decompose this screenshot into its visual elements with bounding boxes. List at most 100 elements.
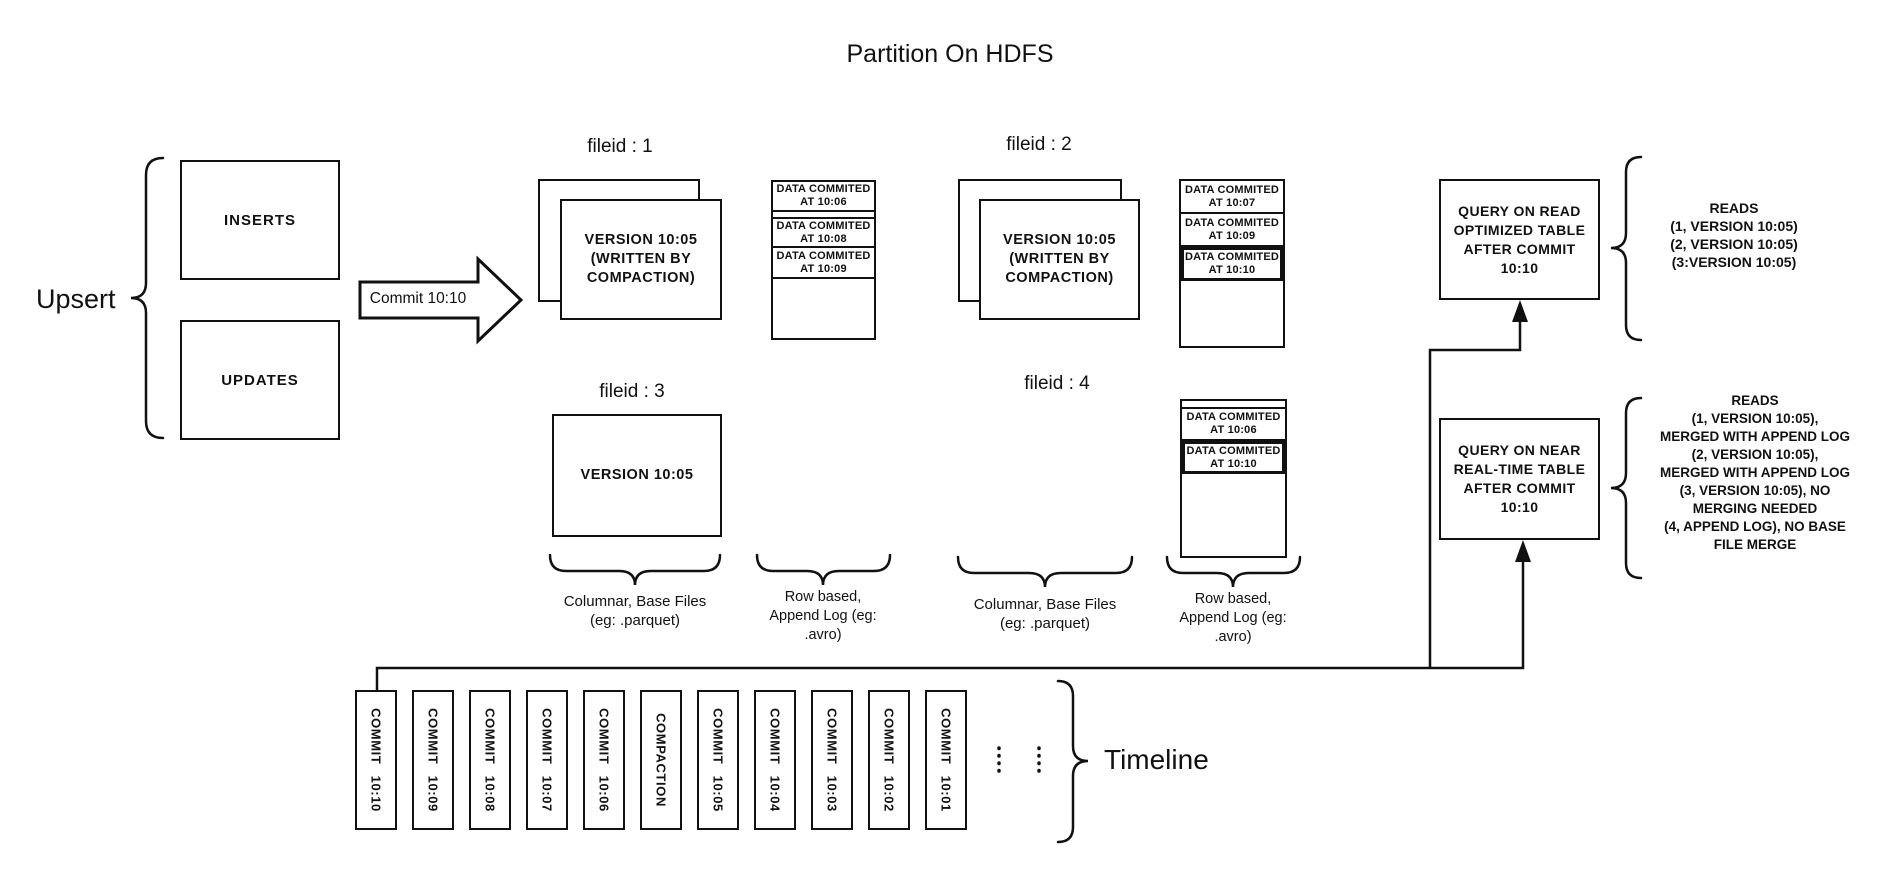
log-cell-line: DATA COMMITED [1184, 216, 1280, 229]
label-line: .avro) [804, 627, 842, 643]
log-divider-strip [1182, 401, 1285, 409]
updates-box: UPDATES [180, 320, 340, 440]
timeline-commit-label: COMMIT 10:02 [881, 708, 897, 812]
label-line: .avro) [1214, 629, 1252, 645]
underbrace-rowbased-2 [1165, 555, 1302, 588]
version-box-f2: VERSION 10:05 (WRITTEN BY COMPACTION) [979, 199, 1140, 320]
reads-brace-top [1610, 155, 1643, 342]
fileid-4-label: fileid : 4 [1024, 373, 1090, 394]
label-line: (eg: .parquet) [999, 615, 1091, 632]
reads-read-optimized-text: READS (1, VERSION 10:05) (2, VERSION 10:… [1634, 199, 1834, 271]
query-line: QUERY ON NEAR [1458, 442, 1581, 458]
timeline-commit-label: COMMIT 10:04 [767, 708, 783, 812]
reads-line: (1, VERSION 10:05), [1691, 411, 1819, 426]
reads-line: MERGING NEEDED [1692, 501, 1818, 516]
log-cell-line: DATA COMMITED [776, 183, 871, 195]
timeline-compaction-box: COMPACTION [640, 690, 682, 830]
reads-line: (2, VERSION 10:05) [1670, 236, 1798, 252]
timeline-commit-label: COMMIT 10:05 [710, 708, 726, 812]
reads-line: (3:VERSION 10:05) [1671, 254, 1797, 270]
timeline-commit-label: COMMIT 10:01 [938, 708, 954, 812]
append-log-1: DATA COMMITED AT 10:06 DATA COMMITED AT … [771, 180, 876, 340]
query-line: QUERY ON READ [1458, 202, 1581, 219]
log-cell-line: AT 10:07 [1208, 196, 1256, 209]
timeline-commit-box: COMMIT 10:02 [868, 690, 910, 830]
timeline-commit-box: COMMIT 10:04 [754, 690, 796, 830]
timeline-commit-label: COMMIT 10:06 [596, 708, 612, 812]
reads-line: READS [1731, 393, 1779, 408]
timeline-commit-box: COMMIT 10:08 [469, 690, 511, 830]
query-line: AFTER COMMIT [1463, 480, 1576, 496]
version-line: VERSION 10:05 [584, 232, 698, 248]
arrowhead-read-optimized [1512, 300, 1528, 322]
reads-line: MERGED WITH APPEND LOG [1659, 465, 1850, 480]
timeline-commit-label: COMMIT 10:07 [539, 708, 555, 812]
reads-near-realtime-text: READS (1, VERSION 10:05), MERGED WITH AP… [1635, 392, 1875, 554]
reads-line: (2, VERSION 10:05), [1691, 447, 1819, 462]
underbrace-rowbased-1 [755, 553, 892, 586]
timeline-commit-box: COMMIT 10:03 [811, 690, 853, 830]
append-log-2: DATA COMMITED AT 10:07 DATA COMMITED AT … [1179, 179, 1285, 348]
timeline-commit-box: COMMIT 10:09 [412, 690, 454, 830]
query-line: OPTIMIZED TABLE [1453, 221, 1586, 238]
query-near-realtime-box: QUERY ON NEAR REAL-TIME TABLE AFTER COMM… [1439, 418, 1600, 540]
reads-line: FILE MERGE [1713, 537, 1797, 552]
reads-line: (4, APPEND LOG), NO BASE [1664, 519, 1846, 534]
query-read-optimized-box: QUERY ON READ OPTIMIZED TABLE AFTER COMM… [1439, 179, 1600, 300]
page-title: Partition On HDFS [846, 40, 1054, 68]
timeline-commit-box: COMMIT 10:05 [697, 690, 739, 830]
timeline-label: Timeline [1104, 744, 1209, 775]
timeline-commit-box: COMMIT 10:06 [583, 690, 625, 830]
label-line: Append Log (eg: [1179, 610, 1287, 626]
label-line: Append Log (eg: [769, 608, 877, 624]
arrowhead-near-realtime [1515, 540, 1531, 562]
label-line: Columnar, Base Files [563, 593, 707, 610]
log-cell-line: DATA COMMITED [776, 249, 871, 262]
upsert-label: Upsert [36, 284, 116, 314]
reads-line: MERGED WITH APPEND LOG [1659, 429, 1850, 444]
commit-arrow [358, 255, 524, 345]
timeline-commit-box: COMMIT 10:07 [526, 690, 568, 830]
timeline-commit-box: COMMIT 10:10 [355, 690, 397, 830]
columnar-base-files-label-1: Columnar, Base Files (eg: .parquet) [545, 592, 725, 630]
fileid-3-label: fileid : 3 [599, 381, 665, 402]
underbrace-columnar-2 [956, 555, 1134, 588]
label-line: Columnar, Base Files [973, 596, 1117, 613]
log-cell-line: AT 10:08 [800, 232, 847, 245]
version-line: VERSION 10:05 [1003, 232, 1116, 248]
log-cell-latest: DATA COMMITED AT 10:10 [1181, 247, 1283, 281]
inserts-label: INSERTS [223, 211, 296, 229]
log-cell: DATA COMMITED AT 10:06 [773, 182, 874, 212]
query-line: 10:10 [1500, 499, 1539, 515]
upsert-brace [130, 156, 165, 440]
inserts-box: INSERTS [180, 160, 340, 280]
reads-line: READS [1709, 200, 1759, 216]
fileid-2-label: fileid : 2 [1006, 134, 1072, 155]
timeline-commit-label: COMMIT 10:03 [824, 708, 840, 812]
log-cell-line: DATA COMMITED [1184, 251, 1280, 263]
label-line: (eg: .parquet) [589, 612, 681, 629]
log-cell: DATA COMMITED AT 10:09 [773, 248, 874, 279]
fileid-1-label: fileid : 1 [587, 136, 653, 157]
log-cell-line: AT 10:06 [800, 196, 847, 208]
label-line: Row based, [1194, 591, 1272, 607]
row-based-append-log-label-1: Row based, Append Log (eg: .avro) [744, 588, 902, 645]
log-cell-line: DATA COMMITED [776, 219, 871, 232]
version-line: (WRITTEN BY [1009, 251, 1110, 267]
timeline-compaction-label: COMPACTION [653, 713, 669, 807]
version-line: COMPACTION) [586, 270, 696, 286]
log-cell: DATA COMMITED AT 10:08 [773, 219, 874, 248]
log-cell: DATA COMMITED AT 10:09 [1181, 214, 1283, 247]
append-log-3: DATA COMMITED AT 10:06 DATA COMMITED AT … [1180, 399, 1287, 558]
log-cell-line: AT 10:06 [1210, 424, 1257, 436]
timeline-connector-line [375, 552, 1525, 691]
version-box-f1: VERSION 10:05 (WRITTEN BY COMPACTION) [560, 199, 722, 320]
version-line: (WRITTEN BY [590, 251, 692, 267]
underbrace-columnar-1 [548, 553, 722, 586]
timeline-commit-label: COMMIT 10:09 [425, 708, 441, 812]
timeline-commit-label: COMMIT 10:08 [482, 708, 498, 812]
version-line: COMPACTION) [1005, 270, 1114, 286]
version-box-f3: VERSION 10:05 [552, 414, 722, 537]
